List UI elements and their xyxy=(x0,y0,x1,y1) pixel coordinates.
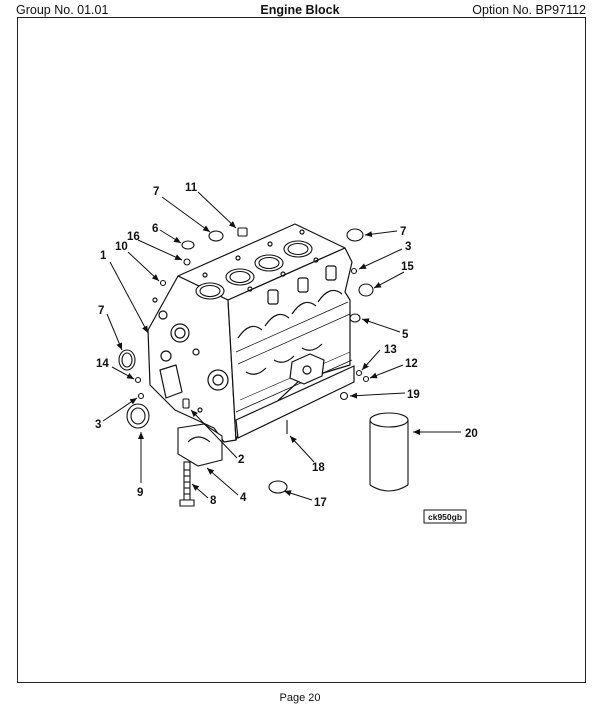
group-number: Group No. 01.01 xyxy=(16,3,109,17)
part-label-4: 4 xyxy=(240,492,247,504)
part-label-8: 8 xyxy=(210,495,217,507)
part-label-19: 19 xyxy=(407,389,420,401)
diagram-frame xyxy=(17,17,586,683)
part-label-16: 16 xyxy=(127,231,140,243)
part-label-5: 5 xyxy=(402,329,409,341)
page-title: Engine Block xyxy=(260,3,340,17)
part-label-7-right: 7 xyxy=(400,226,406,238)
part-label-6: 6 xyxy=(152,223,158,235)
part-label-14: 14 xyxy=(96,358,109,370)
part-label-3-right: 3 xyxy=(405,241,411,253)
part-label-7-left: 7 xyxy=(98,305,104,317)
part-label-11: 11 xyxy=(185,182,198,194)
leader-lines xyxy=(102,191,461,501)
part-label-13: 13 xyxy=(384,344,397,356)
part-label-7-top: 7 xyxy=(153,186,159,198)
part-label-10: 10 xyxy=(115,241,128,253)
page-number: Page 20 xyxy=(279,692,321,704)
part-labels: 1 2 3 3 4 5 6 7 7 7 8 9 10 11 12 13 14 1… xyxy=(95,182,478,509)
part-label-1: 1 xyxy=(100,250,107,262)
reference-code-box: ck950gb xyxy=(423,509,467,524)
part-label-18: 18 xyxy=(312,462,325,474)
cylinder-bores xyxy=(195,240,313,300)
option-number: Option No. BP97112 xyxy=(472,3,586,17)
engine-block xyxy=(147,223,355,443)
part-label-12: 12 xyxy=(405,358,418,370)
part-label-9: 9 xyxy=(137,487,143,499)
part-label-3-left: 3 xyxy=(95,419,101,431)
part-label-17: 17 xyxy=(314,497,327,509)
reference-code: ck950gb xyxy=(428,512,462,522)
loose-parts xyxy=(118,227,409,507)
part-label-15: 15 xyxy=(401,261,414,273)
part-label-20: 20 xyxy=(465,428,478,440)
part-label-2: 2 xyxy=(238,454,244,466)
